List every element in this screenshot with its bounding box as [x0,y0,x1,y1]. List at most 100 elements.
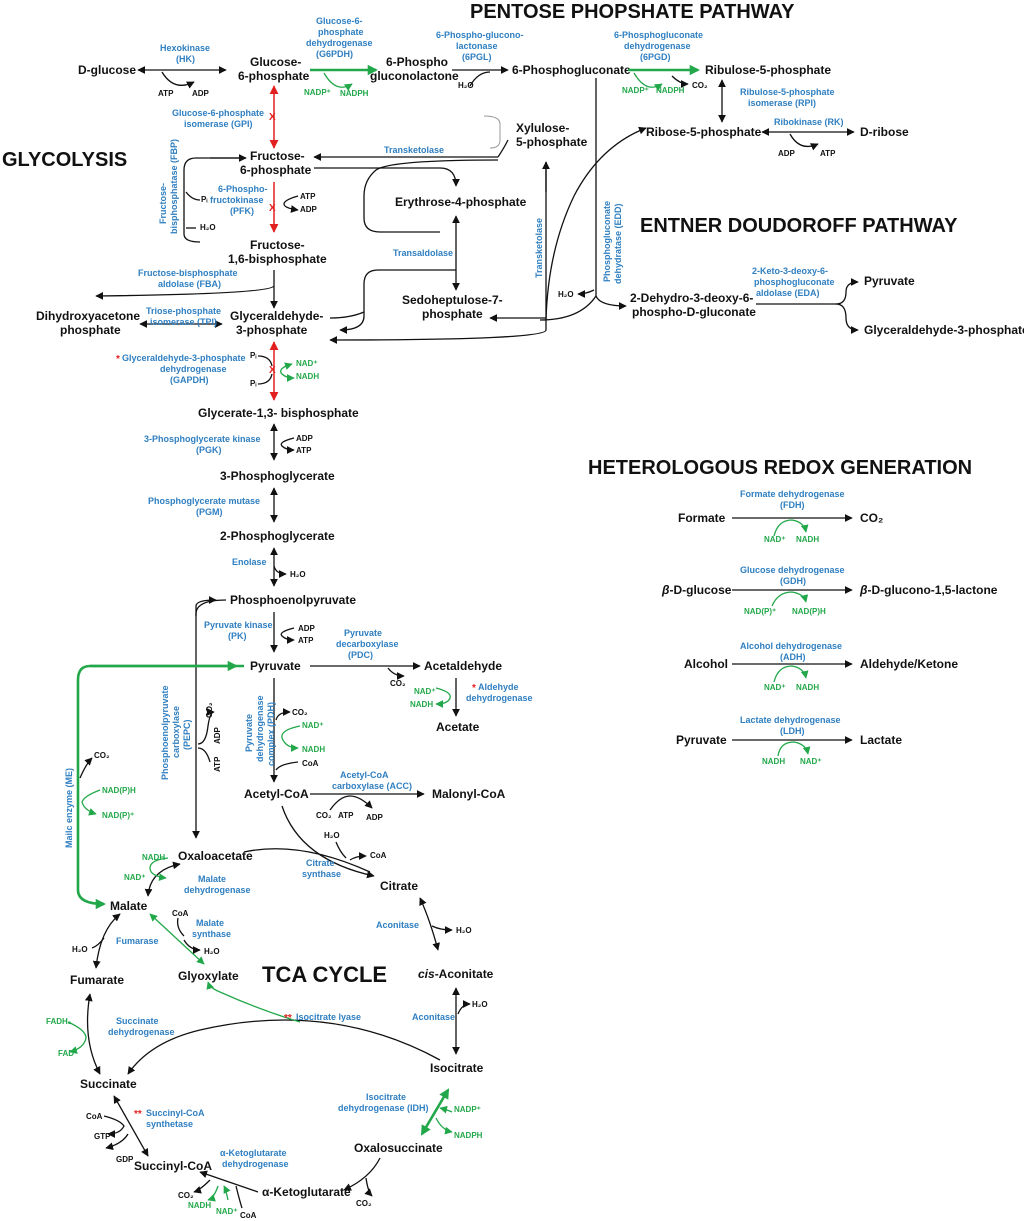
svg-text:CO₂: CO₂ [316,811,332,820]
arrow-oxalosuccinate-akg [343,1157,381,1191]
svg-text:NADH: NADH [142,853,165,862]
svg-text:NADP⁺: NADP⁺ [622,86,649,95]
arrow-fumarate-succinate [84,993,101,1075]
redox-pyruvate: Pyruvate [676,733,727,747]
svg-text:H₂O: H₂O [200,223,216,232]
metabolite-fbp: Fructose-1,6-bisphosphate [228,238,327,266]
metabolite-succinyl-coa: Succinyl-CoA [134,1159,212,1173]
svg-text:NADH: NADH [762,757,785,766]
svg-text:H₂O: H₂O [204,947,220,956]
svg-text:CoA: CoA [240,1211,257,1220]
svg-text:X: X [269,365,276,376]
metabolite-cis-aconitate: cis-Aconitate [418,967,494,981]
svg-text:ADP: ADP [300,205,318,214]
metabolite-2-phosphoglycerate: 2-Phosphoglycerate [220,529,335,543]
metabolite-ribose-5-phosphate: Ribose-5-phosphate [646,125,762,139]
enzyme-transketolase-1: Transketolase [384,145,444,155]
metabolite-pyruvate-ed: Pyruvate [864,274,915,288]
svg-text:H₂O: H₂O [558,290,574,299]
metabolite-xylulose-5-phosphate: Xylulose-5-phosphate [516,121,588,149]
enzyme-transaldolase: Transaldolase [393,248,453,258]
svg-text:*: * [472,683,476,694]
metabolite-ribulose-5-phosphate: Ribulose-5-phosphate [705,63,831,77]
cofactor-nadp: NADP⁺ [304,88,331,97]
enzyme-aconitase-1: Aconitase [376,920,419,930]
metabolite-pyruvate: Pyruvate [250,659,301,673]
metabolite-d-glucose: D-glucose [78,63,136,77]
enzyme-edd: Phosphogluconatedehydratase (EDD) [602,201,623,284]
svg-text:ATP: ATP [300,192,316,201]
svg-text:Pᵢ: Pᵢ [201,195,207,204]
svg-text:NADH: NADH [796,683,819,692]
svg-text:X: X [269,203,276,214]
metabolite-phosphoenolpyruvate: Phosphoenolpyruvate [230,593,356,607]
metabolite-sedoheptulose-7-phosphate: Sedoheptulose-7-phosphate [402,293,503,321]
enzyme-malic: Mailc enzyme (ME) [64,768,74,848]
arrow-isocitrate-glyoxylate [206,981,301,1023]
svg-text:NADPH: NADPH [454,1131,483,1140]
metabolite-acetate: Acetate [436,720,480,734]
svg-text:CO₂: CO₂ [356,1199,372,1208]
svg-text:NAD⁺: NAD⁺ [296,359,318,368]
metabolite-g3p: Glyceraldehyde-3-phosphate [230,309,323,337]
enzyme-ldh: Lactate dehydrogenase(LDH) [740,715,841,736]
svg-text:ATP: ATP [298,636,314,645]
redox-aldehyde-ketone: Aldehyde/Ketone [860,657,958,671]
svg-text:ADP: ADP [296,434,314,443]
svg-text:Pᵢ: Pᵢ [250,351,256,360]
svg-text:NAD(P)H: NAD(P)H [792,607,826,616]
arrow-acetylcoa-citrate [281,805,375,879]
metabolite-malate: Malate [110,899,148,913]
svg-text:FADH₂: FADH₂ [46,1017,72,1026]
metabolite-d-ribose: D-ribose [860,125,909,139]
metabolite-oxalosuccinate: Oxalosuccinate [354,1141,443,1155]
svg-text:**: ** [134,1109,142,1120]
svg-text:H₂O: H₂O [472,1000,488,1009]
enzyme-pepc: Phosphoenolpyruvatecarboxylase(PEPC) [160,685,192,780]
svg-text:CO₂: CO₂ [178,1191,194,1200]
metabolite-isocitrate: Isocitrate [430,1061,484,1075]
svg-text:CoA: CoA [172,909,189,918]
svg-text:NAD⁺: NAD⁺ [414,687,436,696]
enzyme-gdh: Glucose dehydrogenase(GDH) [740,565,845,586]
cofactor-atp: ATP [158,89,174,98]
svg-text:ATP: ATP [213,756,222,772]
cofactor-h2o: H₂O [458,81,474,90]
svg-text:NADH: NADH [796,535,819,544]
svg-text:NADH: NADH [188,1201,211,1210]
redox-beta-d-glucose: β-D-glucose [661,583,732,597]
svg-text:ADP: ADP [366,813,384,822]
enzyme-fdh: Formate dehydrogenase(FDH) [740,489,845,510]
redox-lactate: Lactate [860,733,902,747]
svg-text:ADP: ADP [213,726,222,744]
metabolite-oxaloacetate: Oxaloacetate [178,849,253,863]
enzyme-pk: Pyruvate kinase(PK) [204,620,273,641]
metabolite-succinate: Succinate [80,1077,137,1091]
block-mark-gpi: X [269,112,276,123]
metabolite-6-phosphogluconate: 6-Phosphogluconate [512,63,631,77]
metabolite-3-phosphoglycerate: 3-Phosphoglycerate [220,469,335,483]
svg-text:NADPH: NADPH [656,86,685,95]
svg-text:NADP⁺: NADP⁺ [454,1105,481,1114]
redox-gluconolactone: β-D-glucono-1,5-lactone [859,583,998,597]
arrow-succinylcoa-succinate [113,1095,149,1157]
enzyme-pfk: 6-Phospho-fructokinase(PFK) [210,184,268,216]
svg-text:NAD⁺: NAD⁺ [764,535,786,544]
svg-text:**: ** [284,1013,292,1024]
svg-text:NAD⁺: NAD⁺ [302,721,324,730]
metabolite-glycerate-1-3-bisphosphate: Glycerate-1,3- bisphosphate [198,406,359,420]
svg-text:CO₂: CO₂ [205,702,214,718]
enzyme-pdh: Pyruvatedehydrogenasecomplex (PDH) [244,695,276,766]
enzyme-fbp: Fructose-bisphosphatase (FBP) [158,139,179,234]
redox-co2: CO₂ [860,511,883,525]
